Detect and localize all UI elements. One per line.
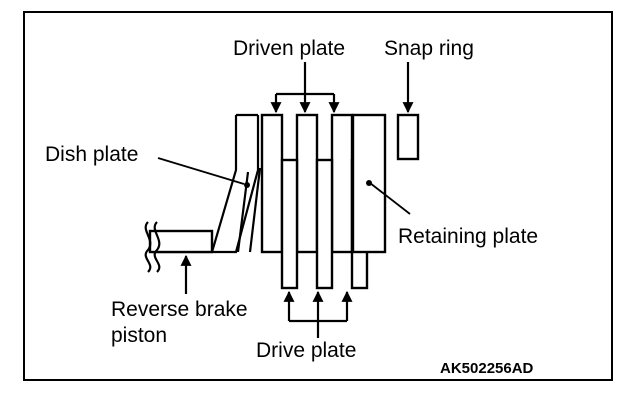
retaining-plate-leader-dot bbox=[366, 180, 372, 186]
drive-plate-2 bbox=[315, 158, 334, 290]
label-reverse-brake-piston-line2: piston bbox=[111, 324, 167, 347]
retaining-plate-leader bbox=[369, 182, 411, 215]
label-dish-plate: Dish plate bbox=[45, 143, 138, 166]
driven-plate-bracket bbox=[276, 62, 334, 96]
label-retaining-plate: Retaining plate bbox=[398, 225, 538, 248]
figure-frame bbox=[23, 11, 613, 381]
label-driven-plate: Driven plate bbox=[233, 37, 345, 60]
driven-plate-3 bbox=[330, 113, 354, 254]
label-drive-plate: Drive plate bbox=[256, 339, 356, 362]
driven-plate-1 bbox=[260, 113, 284, 254]
dish-plate-leader bbox=[157, 157, 245, 185]
drive-plate-bracket bbox=[289, 319, 347, 338]
driven-plate-2 bbox=[295, 113, 319, 254]
dish-plate bbox=[236, 167, 262, 253]
drive-plate-1 bbox=[280, 158, 299, 290]
label-reverse-brake-piston-line1: Reverse brake bbox=[111, 298, 248, 321]
snap-ring bbox=[396, 113, 420, 161]
dish-plate-leader-dot bbox=[244, 182, 250, 188]
label-snap-ring: Snap ring bbox=[384, 37, 474, 60]
figure-code: AK502256AD bbox=[440, 360, 534, 377]
section-break-marks bbox=[144, 221, 161, 273]
